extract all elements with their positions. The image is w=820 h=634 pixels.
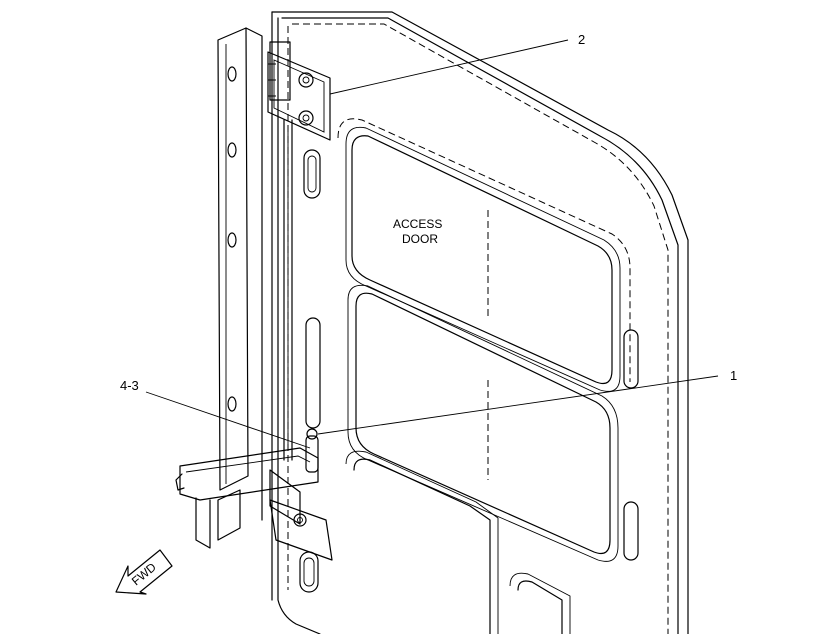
hinge-pin <box>283 119 293 461</box>
lower-window <box>345 450 571 634</box>
callout-4-3: 4-3 <box>120 378 139 393</box>
callout-1: 1 <box>730 368 737 383</box>
upper-window <box>337 118 631 392</box>
fwd-label: FWD <box>129 560 159 589</box>
lower-hinge <box>269 499 333 561</box>
frame-slots <box>299 149 639 593</box>
fwd-arrow-icon <box>115 549 173 595</box>
callout-2: 2 <box>578 32 585 47</box>
door-outline <box>271 11 689 634</box>
leader-lines <box>145 39 719 449</box>
title-line-2: DOOR <box>402 232 438 246</box>
middle-window <box>347 284 619 562</box>
upper-hinge <box>267 41 331 141</box>
door-frame <box>217 27 263 541</box>
latch-assembly <box>175 428 319 549</box>
title-line-1: ACCESS <box>393 217 442 231</box>
